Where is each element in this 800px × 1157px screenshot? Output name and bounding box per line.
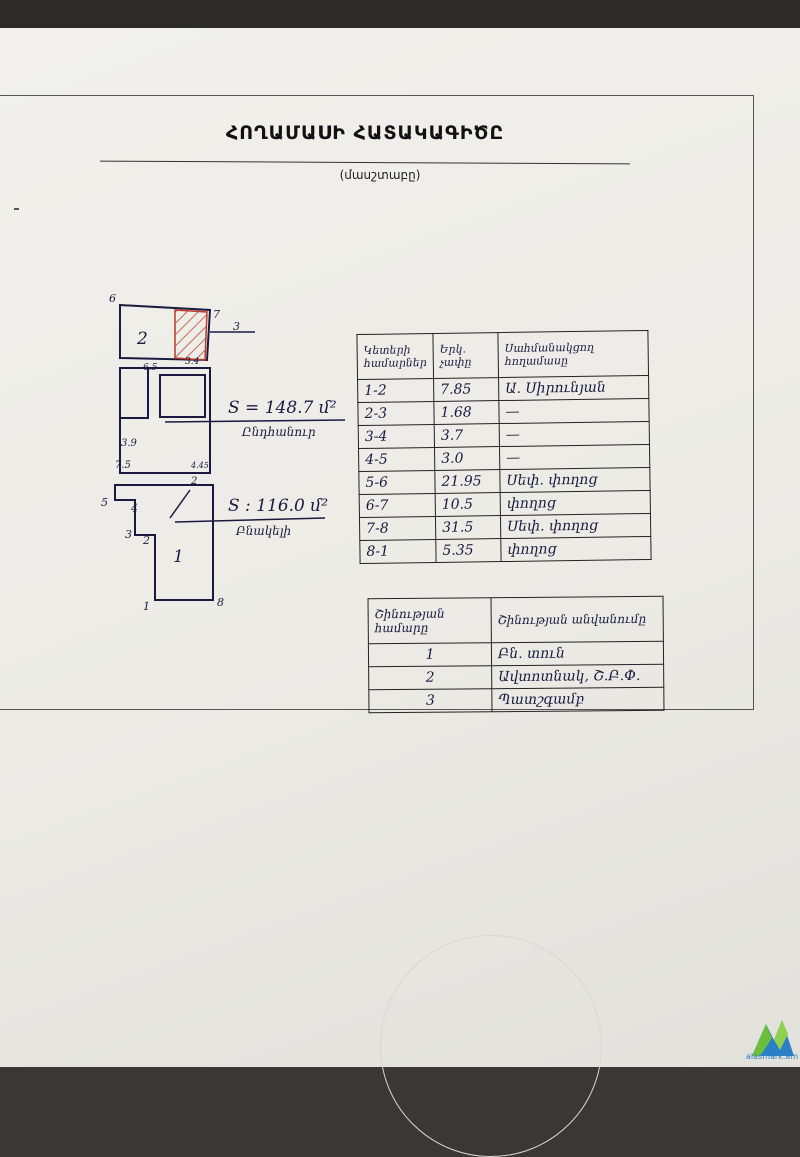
cell-neighbor: Սեփ. փողոց [499, 467, 651, 493]
cell-length: 1.68 [433, 400, 500, 425]
table-header-row: Կետերի համարներ Երկ. չափը Սահմանակցող հո… [356, 330, 649, 380]
cell-neighbor: փողոց [500, 536, 652, 562]
cell-points: 1-2 [357, 378, 434, 403]
plan-room-label-2: 2 [136, 329, 148, 349]
cell-points: 8-1 [359, 539, 437, 564]
background-edge [0, 0, 800, 30]
cell-neighbor: — [499, 444, 650, 470]
watermark-text: alasmark.am [746, 1052, 799, 1061]
plan-upper-room-left [119, 367, 149, 419]
header-neighbor: Սահմանակցող հողամասը [497, 330, 649, 378]
plan-corner-3b: 3 [125, 528, 132, 541]
cell-length: 3.7 [434, 423, 500, 448]
plan-corner-3: 3 [233, 320, 240, 333]
plan-corner-1: 1 [143, 600, 150, 613]
cell-neighbor: փողոց [500, 490, 651, 516]
area-built-label: Բնակելի [236, 524, 292, 538]
cell-building-number: 2 [368, 665, 492, 690]
cell-building-name: Ավտոտնակ, Շ.Բ.Փ. [491, 664, 664, 689]
plan-room-label-1: 1 [173, 547, 184, 567]
plan-room-2-outline [119, 303, 212, 362]
plan-corner-8: 8 [217, 596, 224, 609]
cell-neighbor: — [499, 421, 650, 447]
margin-mark [14, 208, 19, 210]
plan-dim-6-5: 6.5 [143, 363, 158, 373]
plan-hatched-area [174, 309, 208, 361]
plan-leader-built [174, 517, 326, 523]
boundary-segments-table: Կետերի համարներ Երկ. չափը Սահմանակցող հո… [356, 330, 652, 564]
plan-dim-7-5: 7.5 [115, 460, 131, 471]
plan-upper-block [119, 367, 211, 474]
document-title: ՀՈՂԱՄԱՍԻ ՀԱՏԱԿԱԳԻԾԸ [225, 122, 505, 144]
cell-building-name: Պատշգամբ [491, 687, 664, 712]
header-length: Երկ. չափը [432, 332, 499, 379]
plan-dim-3-4: 3.4 [185, 357, 200, 367]
cell-neighbor: Սեփ. փողոց [500, 513, 651, 539]
faded-stamp [380, 935, 602, 1157]
document-frame [0, 95, 754, 710]
cell-length: 7.85 [433, 377, 499, 402]
plan-dim-4-45: 4.45 [190, 461, 209, 470]
plan-corner-6: 6 [109, 292, 116, 305]
area-total-value: S = 148.7 մ² [228, 398, 337, 418]
cell-points: 7-8 [359, 516, 436, 541]
scale-note: (մասշտաբը) [339, 168, 421, 182]
cell-points: 4-5 [358, 447, 435, 472]
cell-length: 3.0 [434, 446, 500, 471]
cell-length: 31.5 [435, 515, 501, 540]
plan-corner-4: 4 [130, 502, 138, 515]
cell-length: 5.35 [435, 538, 502, 563]
cell-points: 2-3 [357, 401, 435, 426]
area-built-value: S : 116.0 մ² [228, 496, 329, 516]
cell-neighbor: Ա. Սիրունյան [498, 375, 649, 401]
header-points: Կետերի համարներ [356, 333, 434, 380]
plan-dim-2: 2 [190, 476, 197, 487]
cell-points: 6-7 [359, 493, 436, 518]
plan-corner-2: 2 [142, 534, 150, 547]
plan-arrow [169, 489, 191, 519]
plan-corner-5: 5 [101, 496, 108, 509]
cell-building-number: 3 [368, 688, 492, 713]
watermark-logo-icon [752, 1020, 794, 1056]
plan-dim-3-9: 3.9 [121, 438, 138, 449]
header-building-name: Շինության անվանումը [491, 596, 664, 643]
plan-leader-total [164, 419, 346, 423]
plan-house-outline [114, 484, 214, 601]
site-plan-drawing: 6 7 3 5 3 4 2 1 8 6.5 3.4 3.9 7.5 4.45 2… [101, 292, 346, 613]
plan-corner-7: 7 [213, 308, 220, 321]
document-sheet [0, 28, 800, 1067]
cell-points: 5-6 [358, 470, 436, 495]
cell-building-name: Բն. տուն [491, 641, 664, 666]
cell-length: 10.5 [435, 492, 501, 517]
cell-building-number: 1 [368, 642, 492, 667]
area-total-label: Ընդհանուր [242, 425, 316, 439]
plan-upper-room-right [159, 374, 206, 418]
table-header-row: Շինության համարը Շինության անվանումը [368, 596, 664, 644]
cell-neighbor: — [498, 398, 650, 424]
header-building-number: Շինության համարը [368, 597, 492, 644]
cell-length: 21.95 [434, 469, 501, 494]
cell-points: 3-4 [358, 424, 435, 449]
